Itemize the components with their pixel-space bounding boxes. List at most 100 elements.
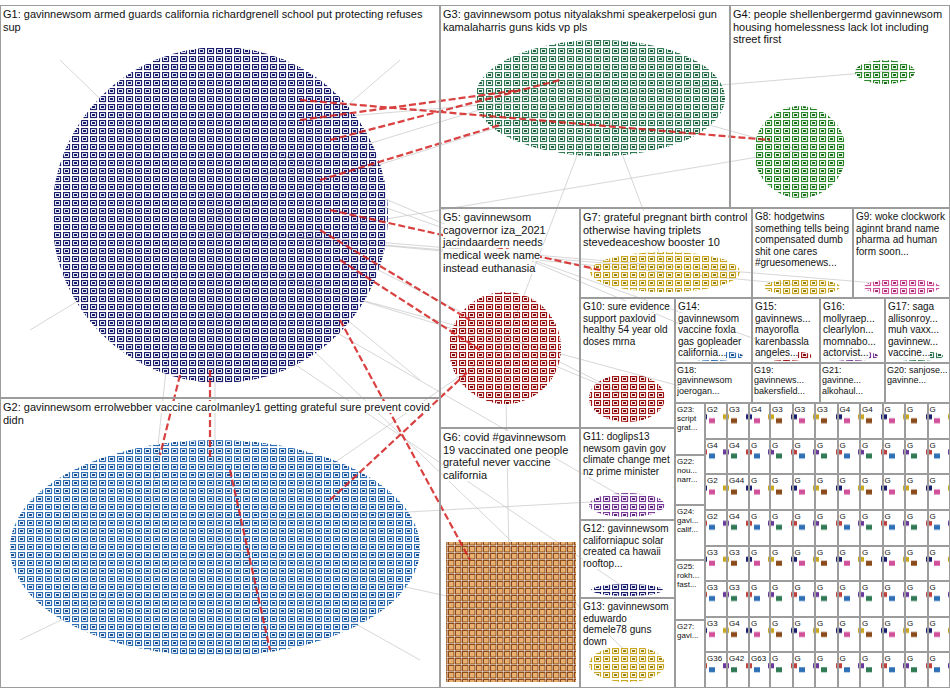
group-box: G3 [727,546,749,582]
group-label: G [840,548,846,557]
group-box: G [905,581,928,617]
group-box: G3 [727,403,749,439]
group-box: G [749,474,770,510]
group-label: G [907,548,913,557]
group-box: G17: saga allisonroy... muh vaxx... gavi… [885,298,950,363]
group-label: G [930,512,936,521]
group-label: G [772,476,778,485]
group-box: G10: sure evidence support paxlovid heal… [580,298,675,428]
group-box: G36 [705,652,727,688]
group-label: G [751,583,757,592]
group-box: G [749,510,770,546]
group-box: G [883,474,906,510]
group-box: G [838,652,861,688]
group-label: G4 [751,405,762,414]
group-label: G22: nou... narr... [677,457,697,484]
group-box: G [838,474,861,510]
group-box: G [928,474,950,510]
group-label: G [862,619,868,628]
group-label: G [885,654,891,663]
group-box: G [905,652,928,688]
group-label: G [885,548,891,557]
group-box: G [815,510,838,546]
group-box: G [860,652,883,688]
group-label: G [840,619,846,628]
group-label: G [751,619,757,628]
group-label: G3: gavinnewsom potus nityalakshmi speak… [443,8,717,33]
group-label: G3 [707,619,718,628]
group-label: G [840,512,846,521]
group-label: G [751,441,757,450]
group-box: G42 [727,652,749,688]
group-box: G [793,474,816,510]
group-box: G [883,652,906,688]
group-label: G3 [772,405,783,414]
group-box: G11: doglips13 newsom gavin gov climate … [580,428,675,520]
group-label: G21: gavinne... alkohaul... [822,365,863,396]
group-box: G4 [838,403,861,439]
group-label: G2 [707,405,718,414]
group-box: G [928,403,950,439]
group-box: G [883,439,906,475]
group-label: G [862,654,868,663]
group-box: G [815,652,838,688]
group-box: G [749,439,770,475]
group-label: G44 [729,476,744,485]
group-label: G [862,476,868,485]
group-label: G13: gavinnewsom eduwardo demele78 guns … [583,601,669,647]
group-box: G [815,439,838,475]
group-box: G [860,439,883,475]
group-label: G [930,548,936,557]
group-label: G [930,441,936,450]
group-box: G [928,652,950,688]
group-box: G63 [749,652,770,688]
group-box: G4 [749,403,770,439]
group-box: G3 [793,403,816,439]
group-label: G [795,583,801,592]
group-label: G [751,512,757,521]
group-box: G [928,546,950,582]
group-label: G8: hodgetwins something tells being com… [755,211,849,268]
group-box: G8: hodgetwins something tells being com… [752,208,853,298]
group-box: G [793,510,816,546]
group-box: G [883,581,906,617]
group-label: G4 [707,441,718,450]
group-label: G [817,619,823,628]
group-label: G3 [707,548,718,557]
group-box: G9: woke clockwork aginnt brand name pha… [853,208,950,298]
group-box: G [905,403,928,439]
group-box: G [883,510,906,546]
group-label: G [817,476,823,485]
group-box: G [749,546,770,582]
group-box: G [928,439,950,475]
group-box: G2 [705,510,727,546]
group-label: G [772,512,778,521]
group-label: G [751,548,757,557]
group-label: G4 [729,619,740,628]
group-label: G20: sanjose... gavinne... [887,365,948,385]
group-box: G [838,617,861,653]
group-box: G [770,546,793,582]
group-box: G [793,652,816,688]
group-label: G [817,441,823,450]
group-label: G [907,512,913,521]
group-label: G27: gavi... [677,622,698,640]
group-box: G [793,617,816,653]
group-label: G4 [729,441,740,450]
group-box: G7: grateful pregnant birth control othe… [580,208,752,298]
group-label: G3 [729,405,740,414]
group-label: G11: doglips13 newsom gavin gov climate … [583,431,670,477]
group-box: G22: nou... narr... [675,455,705,505]
group-box: G4 [860,403,883,439]
group-label: G3 [729,583,740,592]
group-box: G [770,474,793,510]
group-label: G [907,619,913,628]
group-box: G [905,617,928,653]
group-label: G [795,654,801,663]
group-label: G [885,583,891,592]
group-label: G [817,548,823,557]
group-label: G [885,512,891,521]
group-label: G2 [707,476,718,485]
group-box: G [815,474,838,510]
group-label: G36 [707,654,722,663]
